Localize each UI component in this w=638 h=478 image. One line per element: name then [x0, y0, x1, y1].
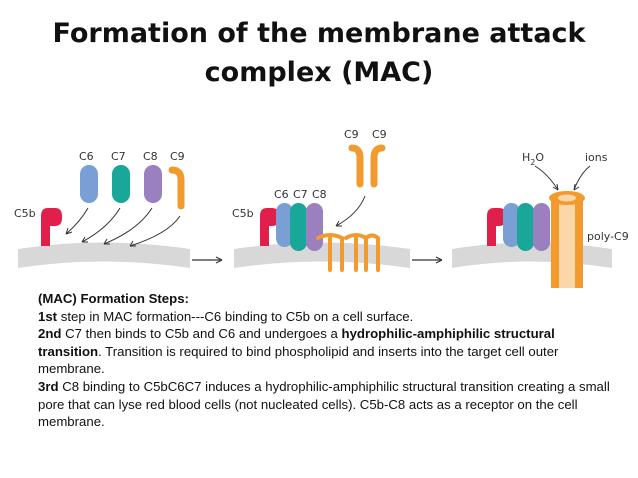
- c7-shape-panel2: [290, 203, 307, 251]
- step-1-text: step in MAC formation---C6 binding to C5…: [57, 308, 414, 324]
- c5b-shape-panel1: [41, 208, 62, 246]
- c6-shape-panel3: [503, 203, 520, 247]
- c5b-label-panel2: C5b: [232, 207, 254, 220]
- c7-shape-panel1: [112, 165, 130, 203]
- h2o-label: H2O: [522, 151, 544, 167]
- binding-arrows-panel1: [65, 207, 181, 247]
- ions-label: ions: [585, 151, 608, 164]
- c7-label-panel1: C7: [111, 150, 126, 163]
- step-3-text: C8 binding to C5bC6C7 induces a hydrophi…: [38, 378, 610, 430]
- step-2-text-b: . Transition is required to bind phospho…: [38, 343, 559, 377]
- c9-shape-panel2-b: [370, 144, 386, 188]
- step-1: 1st step in MAC formation---C6 binding t…: [38, 308, 618, 326]
- step-3: 3rd C8 binding to C5bC6C7 induces a hydr…: [38, 378, 618, 431]
- c6-label-panel1: C6: [79, 150, 94, 163]
- slide-title: Formation of the membrane attack complex…: [0, 14, 638, 92]
- c9-label-panel1: C9: [170, 150, 185, 163]
- c9-label-panel2-b: C9: [372, 128, 387, 141]
- c6-shape-panel1: [80, 165, 98, 203]
- mac-formation-diagram: C5b C6 C7 C8 C9 C5b C6 C7 C8 C9 C9: [14, 128, 629, 288]
- c5b-shape-panel2: [260, 208, 279, 246]
- step-2-bold-phrase: hydrophilic-amphiphilic structural trans…: [38, 326, 555, 359]
- step-2-ordinal: 2nd: [38, 326, 62, 342]
- c7-shape-panel3: [517, 203, 534, 251]
- c5b-label-panel1: C5b: [14, 207, 36, 220]
- step-1-ordinal: 1st: [38, 308, 58, 324]
- formation-steps: (MAC) Formation Steps: 1st step in MAC f…: [38, 290, 618, 431]
- membrane-panel1: [18, 242, 190, 268]
- c8-shape-panel3: [533, 203, 550, 251]
- title-line-2: complex (MAC): [204, 57, 434, 88]
- title-line-1: Formation of the membrane attack: [52, 18, 586, 49]
- poly-c9-pore: [549, 191, 585, 288]
- c6-label-panel2: C6: [274, 188, 289, 201]
- step-arrow-1: [192, 256, 223, 264]
- polyc9-label: poly-C9: [587, 230, 629, 243]
- c9-label-panel2-a: C9: [344, 128, 359, 141]
- binding-arrow-panel2: [335, 195, 366, 227]
- c9-shape-panel1: [168, 166, 185, 210]
- c8-shape-panel1: [144, 165, 162, 203]
- steps-heading: (MAC) Formation Steps:: [38, 291, 189, 306]
- step-arrow-2: [412, 256, 443, 264]
- step-2: 2nd C7 then binds to C5b and C6 and unde…: [38, 325, 618, 378]
- flow-arrows-panel3: [534, 165, 591, 191]
- c8-shape-panel2: [306, 203, 323, 251]
- c8-label-panel2: C8: [312, 188, 327, 201]
- c5b-shape-panel3: [487, 208, 506, 246]
- step-3-ordinal: 3rd: [38, 378, 59, 394]
- c7-label-panel2: C7: [293, 188, 308, 201]
- c6-shape-panel2: [276, 203, 293, 247]
- c8-label-panel1: C8: [143, 150, 158, 163]
- c9-polymer-panel2: [316, 233, 380, 272]
- c9-shape-panel2-a: [348, 144, 364, 188]
- step-2-text-a: C7 then binds to C5b and C6 and undergoe…: [61, 326, 342, 342]
